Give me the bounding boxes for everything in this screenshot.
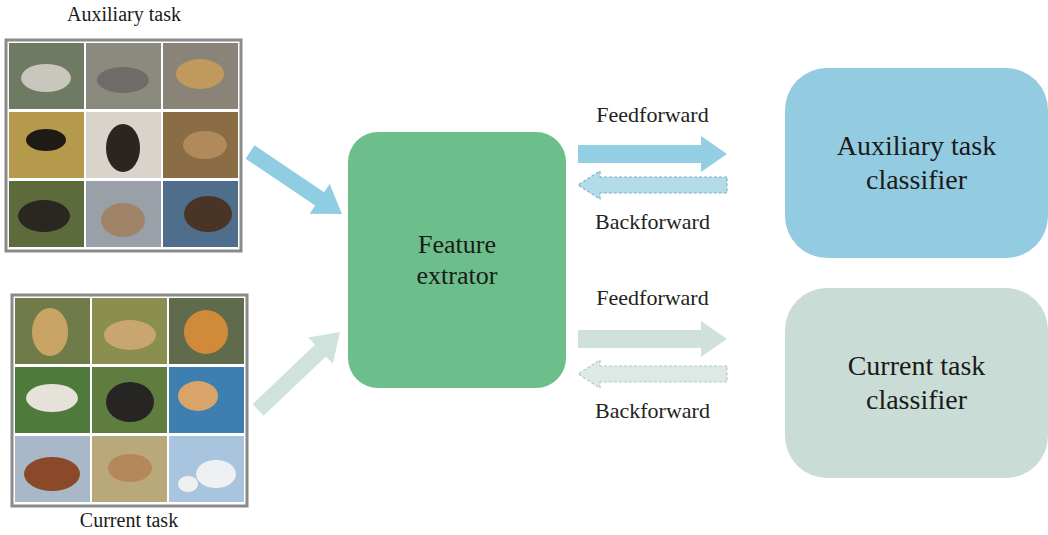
- classifier-box: Current task classifier: [785, 288, 1048, 478]
- node-label: Auxiliary task classifier: [814, 129, 1019, 196]
- block-arrow: [252, 332, 340, 416]
- grid-frame: [12, 295, 247, 506]
- animal-shape: [106, 124, 140, 172]
- photo-cell: [86, 43, 161, 109]
- photo-cell: [15, 367, 90, 433]
- edge-label: Backforward: [593, 398, 712, 423]
- photo-cell: [169, 298, 244, 364]
- photo-cell: [9, 43, 84, 109]
- photo-cell: [92, 436, 167, 502]
- animal-shape: [21, 64, 71, 92]
- classifier-box: Auxiliary task classifier: [785, 68, 1048, 258]
- block-arrow: [578, 360, 727, 388]
- animal-shape: [101, 203, 145, 237]
- image-set: Auxiliary task: [4, 2, 244, 252]
- animal-shape: [184, 310, 228, 354]
- block-arrow: [578, 136, 727, 172]
- photo-cell: [86, 112, 161, 178]
- photo-cell: [92, 367, 167, 433]
- block-arrow: [246, 145, 342, 214]
- node-label: Current task classifier: [814, 349, 1019, 416]
- animal-shape: [106, 382, 154, 422]
- photo-cell: [163, 43, 238, 109]
- animal-shape: [108, 454, 152, 482]
- photo-cell: [15, 298, 90, 364]
- block-arrow: [578, 171, 727, 199]
- photo-cell: [86, 181, 161, 247]
- photo-cell: [169, 436, 244, 502]
- node-label: Feature extrator: [387, 229, 527, 291]
- animal-shape: [26, 384, 78, 412]
- photo-cell: [163, 181, 238, 247]
- photo-cell: [92, 298, 167, 364]
- node-label: Current task: [80, 508, 178, 532]
- grid-frame: [6, 40, 241, 251]
- photo-cell: [15, 436, 90, 502]
- photo-cell: [169, 367, 244, 433]
- image-set: Current task: [10, 294, 248, 532]
- animal-shape: [178, 476, 198, 492]
- block-arrow: [578, 321, 727, 357]
- animal-shape: [104, 320, 156, 350]
- feature-extractor-box: Feature extrator: [348, 132, 566, 388]
- node-label: Auxiliary task: [67, 2, 181, 26]
- animal-shape: [18, 200, 70, 232]
- photo-cell: [9, 181, 84, 247]
- animal-shape: [178, 381, 218, 411]
- edge-label: Feedforward: [594, 102, 710, 127]
- animal-shape: [196, 460, 236, 488]
- edge-label: Feedforward: [594, 285, 710, 310]
- animal-shape: [26, 129, 66, 151]
- photo-cell: [163, 112, 238, 178]
- animal-shape: [32, 308, 68, 356]
- animal-shape: [24, 457, 80, 491]
- photo-cell: [9, 112, 84, 178]
- auxiliary-image-grid: [6, 40, 241, 251]
- animal-shape: [97, 67, 149, 93]
- animal-shape: [176, 59, 224, 89]
- current-image-grid: [12, 295, 247, 506]
- animal-shape: [184, 196, 232, 232]
- edge-label: Backforward: [593, 209, 712, 234]
- animal-shape: [183, 131, 227, 159]
